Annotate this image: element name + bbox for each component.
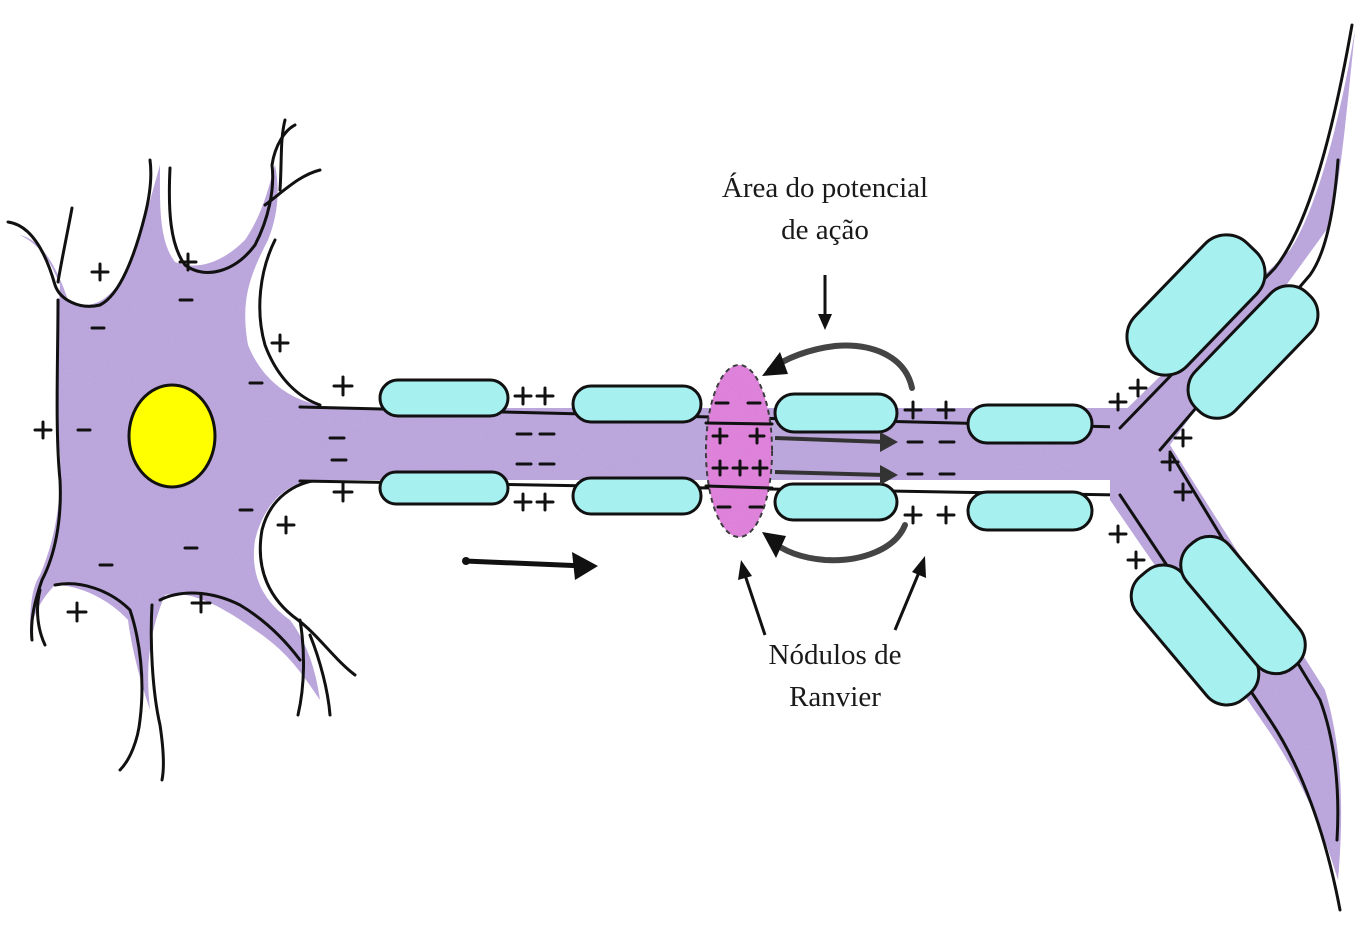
dendrite-outline-top1b bbox=[58, 208, 72, 282]
myelin-sheath-3-bottom bbox=[775, 484, 897, 520]
plus-sign bbox=[938, 507, 954, 523]
plus-sign bbox=[1110, 394, 1126, 410]
myelin-sheath-4-bottom bbox=[968, 492, 1092, 530]
label-nodes-line1: Nódulos de bbox=[740, 637, 930, 673]
myelin-sheath-1-bottom bbox=[380, 472, 508, 504]
node-bottom-edge bbox=[706, 486, 772, 488]
local-current-arrow-bottom bbox=[762, 525, 905, 560]
plus-sign bbox=[334, 483, 352, 501]
label-action-potential-area-line2: de ação bbox=[720, 212, 930, 248]
dendrite-outline-top3c bbox=[280, 120, 285, 190]
action-potential-area bbox=[706, 365, 772, 537]
plus-sign bbox=[515, 494, 531, 510]
myelin-sheath-2-top bbox=[573, 386, 701, 422]
propagation-arrow bbox=[462, 552, 598, 580]
plus-sign bbox=[515, 388, 531, 404]
plus-sign bbox=[278, 517, 294, 533]
plus-sign bbox=[92, 264, 108, 280]
label-action-potential-area-line1: Área do potencial bbox=[720, 170, 930, 206]
label-nodes-line2: Ranvier bbox=[740, 679, 930, 715]
myelin-sheath-1-top bbox=[380, 380, 508, 416]
plus-sign bbox=[68, 603, 86, 621]
pointer-node-left bbox=[738, 560, 765, 635]
dendrite-outline-topleft bbox=[8, 222, 100, 306]
pointer-action-potential bbox=[818, 275, 832, 330]
nucleus bbox=[129, 385, 215, 487]
plus-sign bbox=[905, 507, 921, 523]
pointer-node-right bbox=[895, 556, 926, 630]
plus-sign bbox=[272, 335, 288, 351]
plus-sign bbox=[1110, 526, 1126, 542]
plus-sign bbox=[334, 377, 352, 395]
plus-sign bbox=[1128, 552, 1144, 568]
plus-sign bbox=[35, 422, 51, 438]
action-potential-texture bbox=[706, 365, 772, 537]
plus-sign bbox=[537, 494, 553, 510]
soma-outline-right-lower bbox=[260, 480, 355, 675]
myelin-sheath-2-bottom bbox=[573, 478, 701, 514]
terminal-texture bbox=[1110, 30, 1355, 880]
axon-terminal bbox=[1110, 25, 1355, 910]
myelin-sheath-3-top bbox=[775, 394, 897, 432]
myelin-sheath-4-top bbox=[968, 405, 1092, 443]
node-top-edge bbox=[706, 423, 772, 424]
local-current-arrow-top bbox=[762, 346, 912, 388]
plus-sign bbox=[537, 388, 553, 404]
